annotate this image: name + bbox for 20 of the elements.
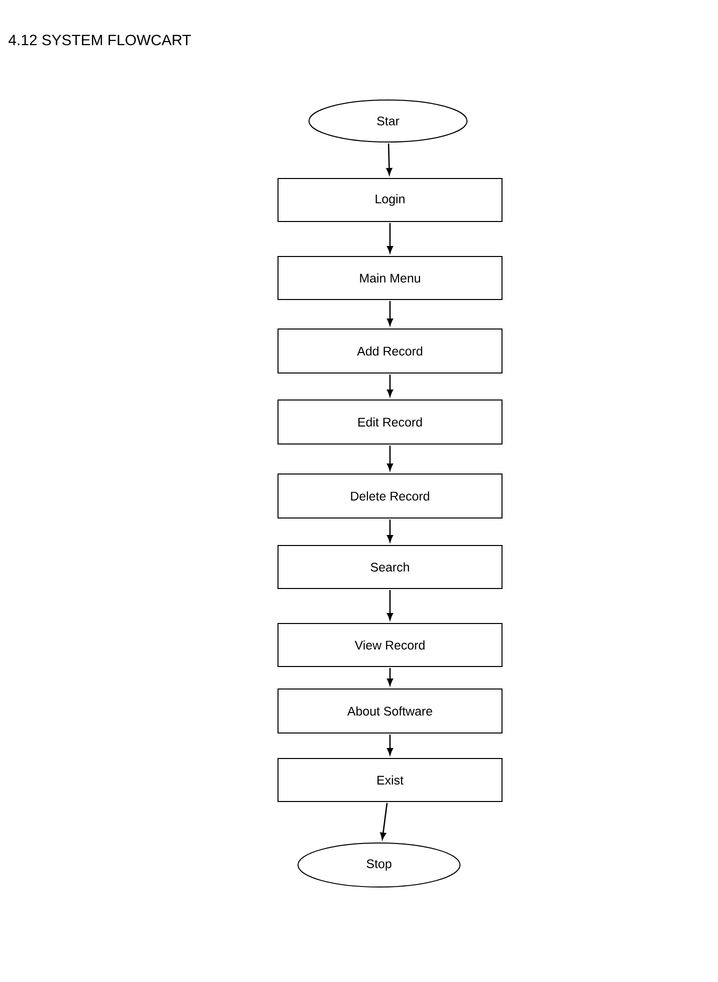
process-box: Login — [278, 178, 502, 222]
arrow — [387, 590, 393, 620]
arrow — [387, 446, 393, 471]
arrow — [387, 520, 393, 542]
arrow — [387, 668, 393, 686]
process-box: About Software — [278, 688, 502, 734]
process-box: View Record — [278, 623, 502, 667]
heading: 4.12 SYSTEM FLOWCART — [8, 34, 191, 46]
process-box: Main Menu — [278, 256, 502, 300]
arrow — [387, 301, 393, 326]
arrow — [380, 802, 388, 840]
process-box: Edit Record — [278, 400, 502, 444]
process-box: Delete Record — [278, 474, 502, 518]
process-box: Search — [278, 545, 502, 589]
arrow — [387, 374, 393, 397]
arrow — [386, 143, 392, 176]
arrow — [387, 223, 393, 254]
process-box: Exist — [278, 758, 502, 802]
arrow — [387, 734, 393, 756]
process-box: Add Record — [278, 328, 502, 374]
